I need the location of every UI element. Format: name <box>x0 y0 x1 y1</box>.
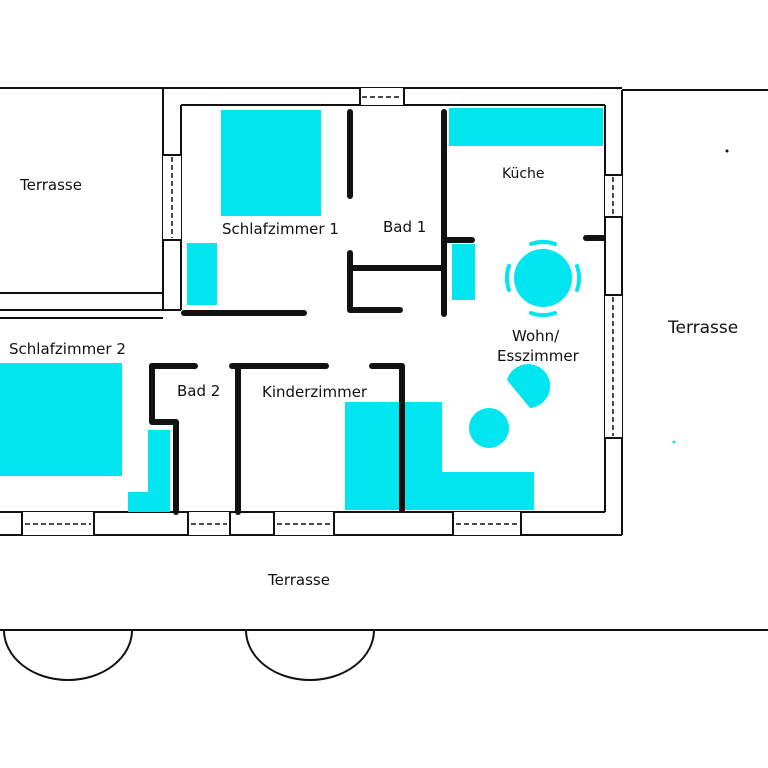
chair-left <box>505 264 511 292</box>
chair-bottom <box>529 311 557 317</box>
label-esszimmer: Esszimmer <box>497 347 580 365</box>
room-labels: Terrasse Schlafzimmer 1 Bad 1 Küche Wohn… <box>9 166 738 589</box>
marker-dot <box>725 149 729 153</box>
windows <box>21 88 622 535</box>
arch-1 <box>3 629 133 681</box>
terrace-outlines <box>0 87 768 631</box>
kitchen-counter <box>449 108 603 146</box>
wardrobe-schlafzimmer-2 <box>128 430 170 512</box>
window-bottom-4 <box>453 512 521 535</box>
label-kinderzimmer: Kinderzimmer <box>262 383 368 401</box>
wardrobe-schlafzimmer-1 <box>187 243 217 305</box>
dining-chairs <box>505 240 581 317</box>
furniture <box>0 108 603 512</box>
bed-schlafzimmer-2 <box>0 363 122 476</box>
label-schlafzimmer-1: Schlafzimmer 1 <box>222 220 339 238</box>
wall-kinder-right <box>369 363 405 513</box>
window-right-living <box>605 295 622 438</box>
sofa <box>405 402 534 510</box>
label-terrasse-left: Terrasse <box>19 176 82 194</box>
kitchen-side-cabinet <box>452 244 475 300</box>
dining-table <box>514 249 572 307</box>
bed-schlafzimmer-1 <box>221 110 321 216</box>
chair-right <box>575 264 581 292</box>
label-wohn: Wohn/ <box>512 327 560 345</box>
marker-dot <box>672 440 676 444</box>
wall-bad2-left <box>149 363 179 515</box>
label-kueche: Küche <box>502 166 545 182</box>
interior-walls <box>149 109 606 515</box>
terrace-arches <box>3 629 375 681</box>
label-terrasse-right: Terrasse <box>667 318 738 338</box>
armchair-round <box>469 408 509 448</box>
label-bad-1: Bad 1 <box>383 218 426 236</box>
arch-2 <box>245 629 375 681</box>
wall-bad1-bottom <box>347 250 403 313</box>
label-schlafzimmer-2: Schlafzimmer 2 <box>9 340 126 358</box>
chair-top <box>529 240 557 246</box>
label-terrasse-bottom: Terrasse <box>267 571 330 589</box>
armchair-quarter <box>507 364 551 408</box>
label-bad-2: Bad 2 <box>177 382 220 400</box>
